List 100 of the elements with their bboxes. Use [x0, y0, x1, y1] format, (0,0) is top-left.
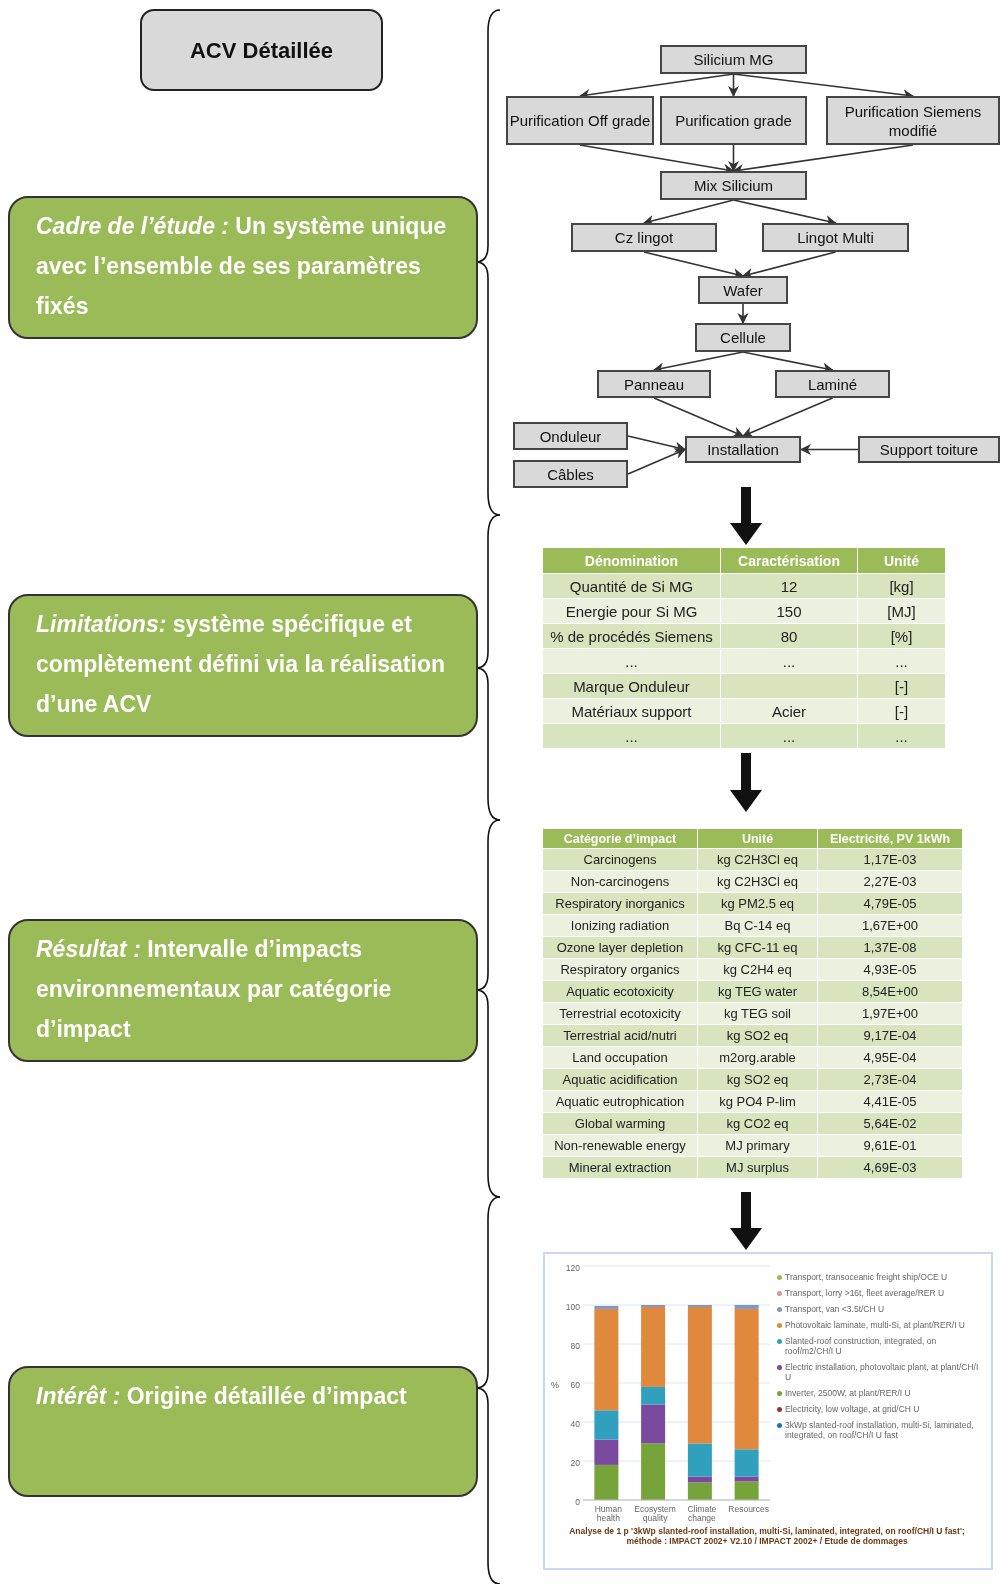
legend-label: Electric installation, photovoltaic plant, at plant/CH/I U	[785, 1362, 980, 1382]
table-cell: 4,79E-05	[818, 893, 963, 915]
arrow	[627, 448, 687, 475]
legend-label: Transport, transoceanic freight ship/OCE U	[785, 1272, 949, 1282]
table-cell: kg C2H3Cl eq	[698, 849, 818, 871]
table-cell: [kg]	[858, 574, 946, 599]
legend-label: Transport, van <3.5t/CH U	[785, 1304, 886, 1314]
table-cell: kg CO2 eq	[698, 1113, 818, 1135]
table-cell: Mineral extraction	[543, 1157, 698, 1179]
info-card: Intérêt : Origine détaillée d’impact	[8, 1366, 478, 1497]
info-card: Cadre de l’étude : Un système unique avec l’ensemble de ses paramètres fixés	[8, 196, 478, 339]
table-cell: Energie pour Si MG	[543, 599, 721, 624]
axis-label: %	[551, 1380, 559, 1390]
table-cell: Non-renewable energy	[543, 1135, 698, 1157]
table-cell: Matériaux support	[543, 699, 721, 724]
table-cell: [-]	[858, 674, 946, 699]
arrow	[741, 397, 834, 438]
table-cell: 8,54E+00	[818, 981, 963, 1003]
table-cell: ...	[721, 649, 858, 674]
table-cell: kg PM2.5 eq	[698, 893, 818, 915]
category-label: Human health	[593, 1505, 624, 1523]
axis-tick-label: 40	[569, 1419, 580, 1429]
arrow	[727, 73, 740, 98]
table-cell: 150	[721, 599, 858, 624]
table-cell: Quantité de Si MG	[543, 574, 721, 599]
process-box: Panneau	[597, 370, 711, 398]
table-cell: Aquatic ecotoxicity	[543, 981, 698, 1003]
category-label: Ecosystem quality	[633, 1505, 677, 1523]
table-cell: [-]	[858, 699, 946, 724]
table-cell: Aquatic acidification	[543, 1069, 698, 1091]
table-cell: kg SO2 eq	[698, 1069, 818, 1091]
table-cell: 80	[721, 624, 858, 649]
table-cell: Terrestrial acid/nutri	[543, 1025, 698, 1047]
table-cell: 4,95E-04	[818, 1047, 963, 1069]
table-cell: kg PO4 P-lim	[698, 1091, 818, 1113]
process-box: Installation	[685, 436, 801, 463]
axis-tick-label: 120	[564, 1263, 580, 1273]
process-box: Lingot Multi	[762, 223, 909, 252]
category-label: Resources	[727, 1505, 770, 1514]
table-cell: Aquatic eutrophication	[543, 1091, 698, 1113]
table-cell: ...	[858, 724, 946, 749]
arrow	[653, 397, 745, 438]
table-cell: Carcinogens	[543, 849, 698, 871]
table-cell: [%]	[858, 624, 946, 649]
table-cell: kg CFC-11 eq	[698, 937, 818, 959]
table-cell: % de procédés Siemens	[543, 624, 721, 649]
table-cell: 9,17E-04	[818, 1025, 963, 1047]
table-cell: 2,27E-03	[818, 871, 963, 893]
process-box: Câbles	[513, 460, 628, 488]
arrow	[741, 251, 837, 279]
arrow	[727, 144, 740, 173]
table-cell: ...	[858, 649, 946, 674]
column-header: Catégorie d’impact	[543, 829, 698, 849]
arrow	[642, 199, 735, 226]
table-cell: Non-carcinogens	[543, 871, 698, 893]
process-box: Silicium MG	[660, 45, 807, 74]
axis-tick-label: 20	[569, 1458, 580, 1468]
table-cell: ...	[543, 649, 721, 674]
process-box: Support toiture	[858, 436, 1000, 463]
axis-tick-label: 60	[569, 1380, 580, 1390]
table-cell: Ozone layer depletion	[543, 937, 698, 959]
table-cell: kg TEG water	[698, 981, 818, 1003]
table-cell: kg SO2 eq	[698, 1025, 818, 1047]
process-box: Cz lingot	[571, 223, 717, 252]
axis-tick-label: 100	[564, 1302, 580, 1312]
table-cell: ...	[721, 724, 858, 749]
table-cell: 5,64E-02	[818, 1113, 963, 1135]
table-cell: ...	[543, 724, 721, 749]
column-header: Unité	[858, 548, 946, 574]
process-box: Purification Off grade	[506, 96, 654, 145]
column-header: Caractérisation	[721, 548, 858, 574]
table-cell: kg C2H4 eq	[698, 959, 818, 981]
table-cell: 1,17E-03	[818, 849, 963, 871]
table-cell: kg C2H3Cl eq	[698, 871, 818, 893]
table-cell: Global warming	[543, 1113, 698, 1135]
table-cell: m2org.arable	[698, 1047, 818, 1069]
table-cell: 4,93E-05	[818, 959, 963, 981]
process-box: Purification Siemens modifié	[826, 96, 1000, 145]
process-box: Onduleur	[513, 422, 628, 450]
table-cell: Acier	[721, 699, 858, 724]
table-cell: Land occupation	[543, 1047, 698, 1069]
legend-label: Slanted-roof construction, integrated, on roof/m2/CH/I U	[785, 1336, 938, 1356]
table-cell: MJ surplus	[698, 1157, 818, 1179]
table-cell: 4,69E-03	[818, 1157, 963, 1179]
table-cell: 12	[721, 574, 858, 599]
table-cell: Marque Onduleur	[543, 674, 721, 699]
table-cell: MJ primary	[698, 1135, 818, 1157]
process-box: Laminé	[775, 370, 890, 398]
category-label: Climate change	[686, 1505, 718, 1523]
table-cell: 4,41E-05	[818, 1091, 963, 1113]
table-cell: Bq C-14 eq	[698, 915, 818, 937]
legend-label: Inverter, 2500W, at plant/RER/I U	[785, 1388, 912, 1398]
legend-label: Electricity, low voltage, at grid/CH U	[785, 1404, 921, 1414]
column-header: Electricité, PV 1kWh	[818, 829, 963, 849]
column-header: Dénomination	[543, 548, 721, 574]
process-box: Cellule	[695, 323, 791, 352]
column-header: Unité	[698, 829, 818, 849]
heading-box: ACV Détaillée	[140, 9, 383, 91]
table-cell: Ionizing radiation	[543, 915, 698, 937]
table-cell: Respiratory inorganics	[543, 893, 698, 915]
